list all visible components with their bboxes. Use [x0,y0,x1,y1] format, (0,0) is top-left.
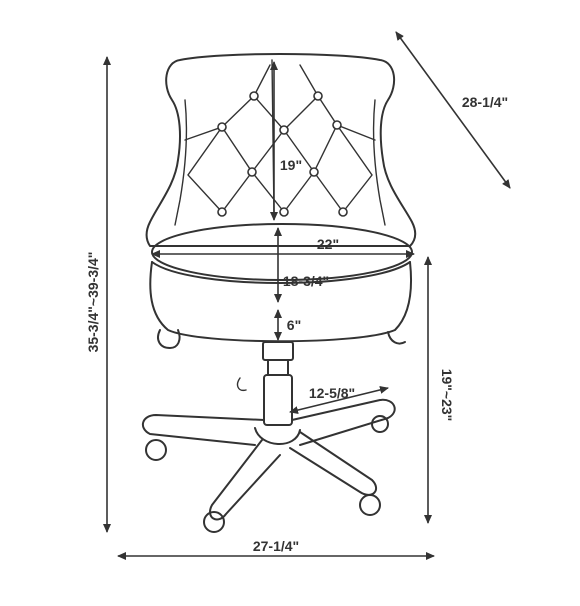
depth-dimension-line [395,31,511,189]
chair-seat [149,223,413,349]
column-dimension-line [289,386,389,414]
gas-lift-column [236,341,294,426]
cushion-to-base-label: 6" [287,317,301,333]
tufting-buttons [217,91,348,217]
base-width-label: 27-1/4" [253,538,299,554]
back-height-label: 19" [280,157,302,173]
seat-width-label: 22" [317,236,339,252]
chair-back [145,53,417,247]
depth-label: 28-1/4" [462,94,508,110]
seat-height-label: 19"~23" [439,369,455,422]
column-label: 12-5/8" [309,385,355,401]
star-base [141,398,396,521]
seat-to-arm-label: 18-3/4" [283,273,329,289]
casters [145,415,389,533]
overall-height-label: 35-3/4"~39-3/4" [85,252,101,353]
